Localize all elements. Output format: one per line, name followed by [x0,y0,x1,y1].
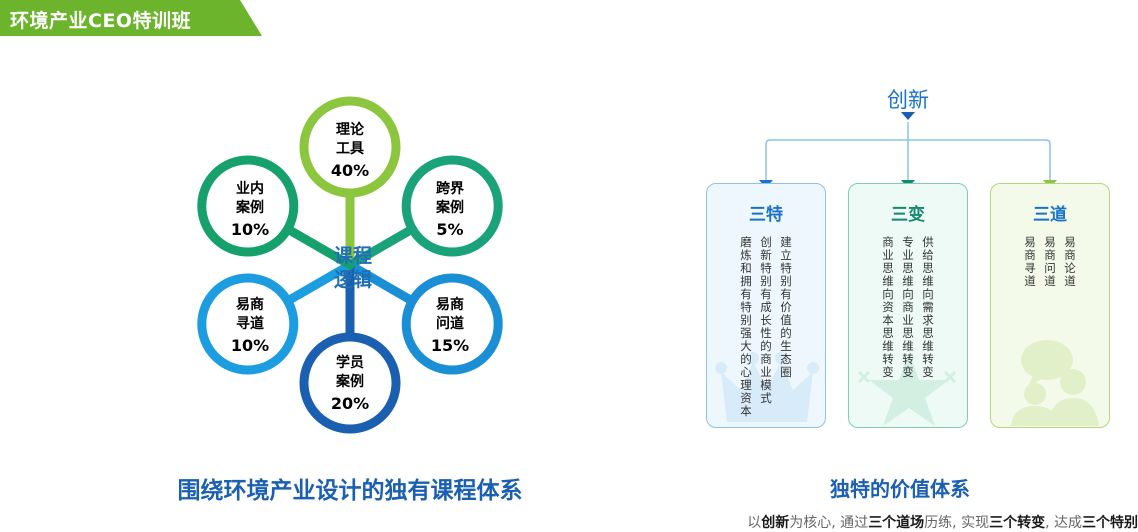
box-line: 专业思维向商业思维转变 [901,236,915,379]
value-box-three-changes: 三变 供给思维向需求思维转变 专业思维向商业思维转变 商业思维向资本思维转变 [848,183,968,428]
box-line: 易商寻道 [1023,236,1037,288]
box-title: 三特 [749,205,783,225]
petal-seek [197,260,355,375]
box-line: 磨炼和拥有特别强大的心理资本 [739,236,753,418]
box-line: 创新特别有成长性的商业模式 [759,236,773,405]
petal-industry [197,155,355,270]
chat-bubble-icon [1011,340,1099,426]
box-line: 易商论道 [1063,236,1077,288]
box-line: 供给思维向需求思维转变 [921,236,935,379]
petal-label-ask: 易商 问道 15% [430,297,470,355]
value-box-three-special: 三特 建立特别有价值的生态圈 创新特别有成长性的商业模式 磨炼和拥有特别强大的心… [706,183,826,428]
petal-label-crossover: 跨界 案例 5% [436,181,464,239]
petal-label-theory: 理论 工具 40% [330,122,370,180]
course-caption: 围绕环境产业设计的独有课程体系 [177,478,523,504]
box-line: 商业思维向资本思维转变 [881,236,895,379]
title-banner: 环境产业CEO特训班 [0,0,262,36]
value-caption: 独特的价值体系 [830,477,970,501]
root-innovation: 创新 [887,88,929,112]
box-title: 三道 [1033,205,1067,225]
box-line: 易商问道 [1043,236,1057,288]
box-line: 建立特别有价值的生态圈 [779,236,793,379]
star-icon [857,352,957,426]
value-box-three-ways: 三道 易商论道 易商问道 易商寻道 [990,183,1110,428]
petal-student [299,260,401,434]
summary-text: 以创新为核心, 通过三个道场历练, 实现三个转变, 达成三个特别 [747,515,1138,531]
petal-label-seek: 易商 寻道 10% [230,297,270,355]
petal-ask [345,260,503,375]
course-petal-diagram [197,96,503,434]
crown-icon [715,352,819,422]
petal-crossover [345,155,503,270]
petal-label-industry: 业内 案例 10% [230,181,270,239]
petal-label-student: 学员 案例 20% [330,355,370,413]
banner-title: 环境产业CEO特训班 [10,10,192,32]
petal-theory [299,96,401,270]
box-title: 三变 [891,205,925,225]
center-label: 课程 逻辑 [333,245,372,291]
